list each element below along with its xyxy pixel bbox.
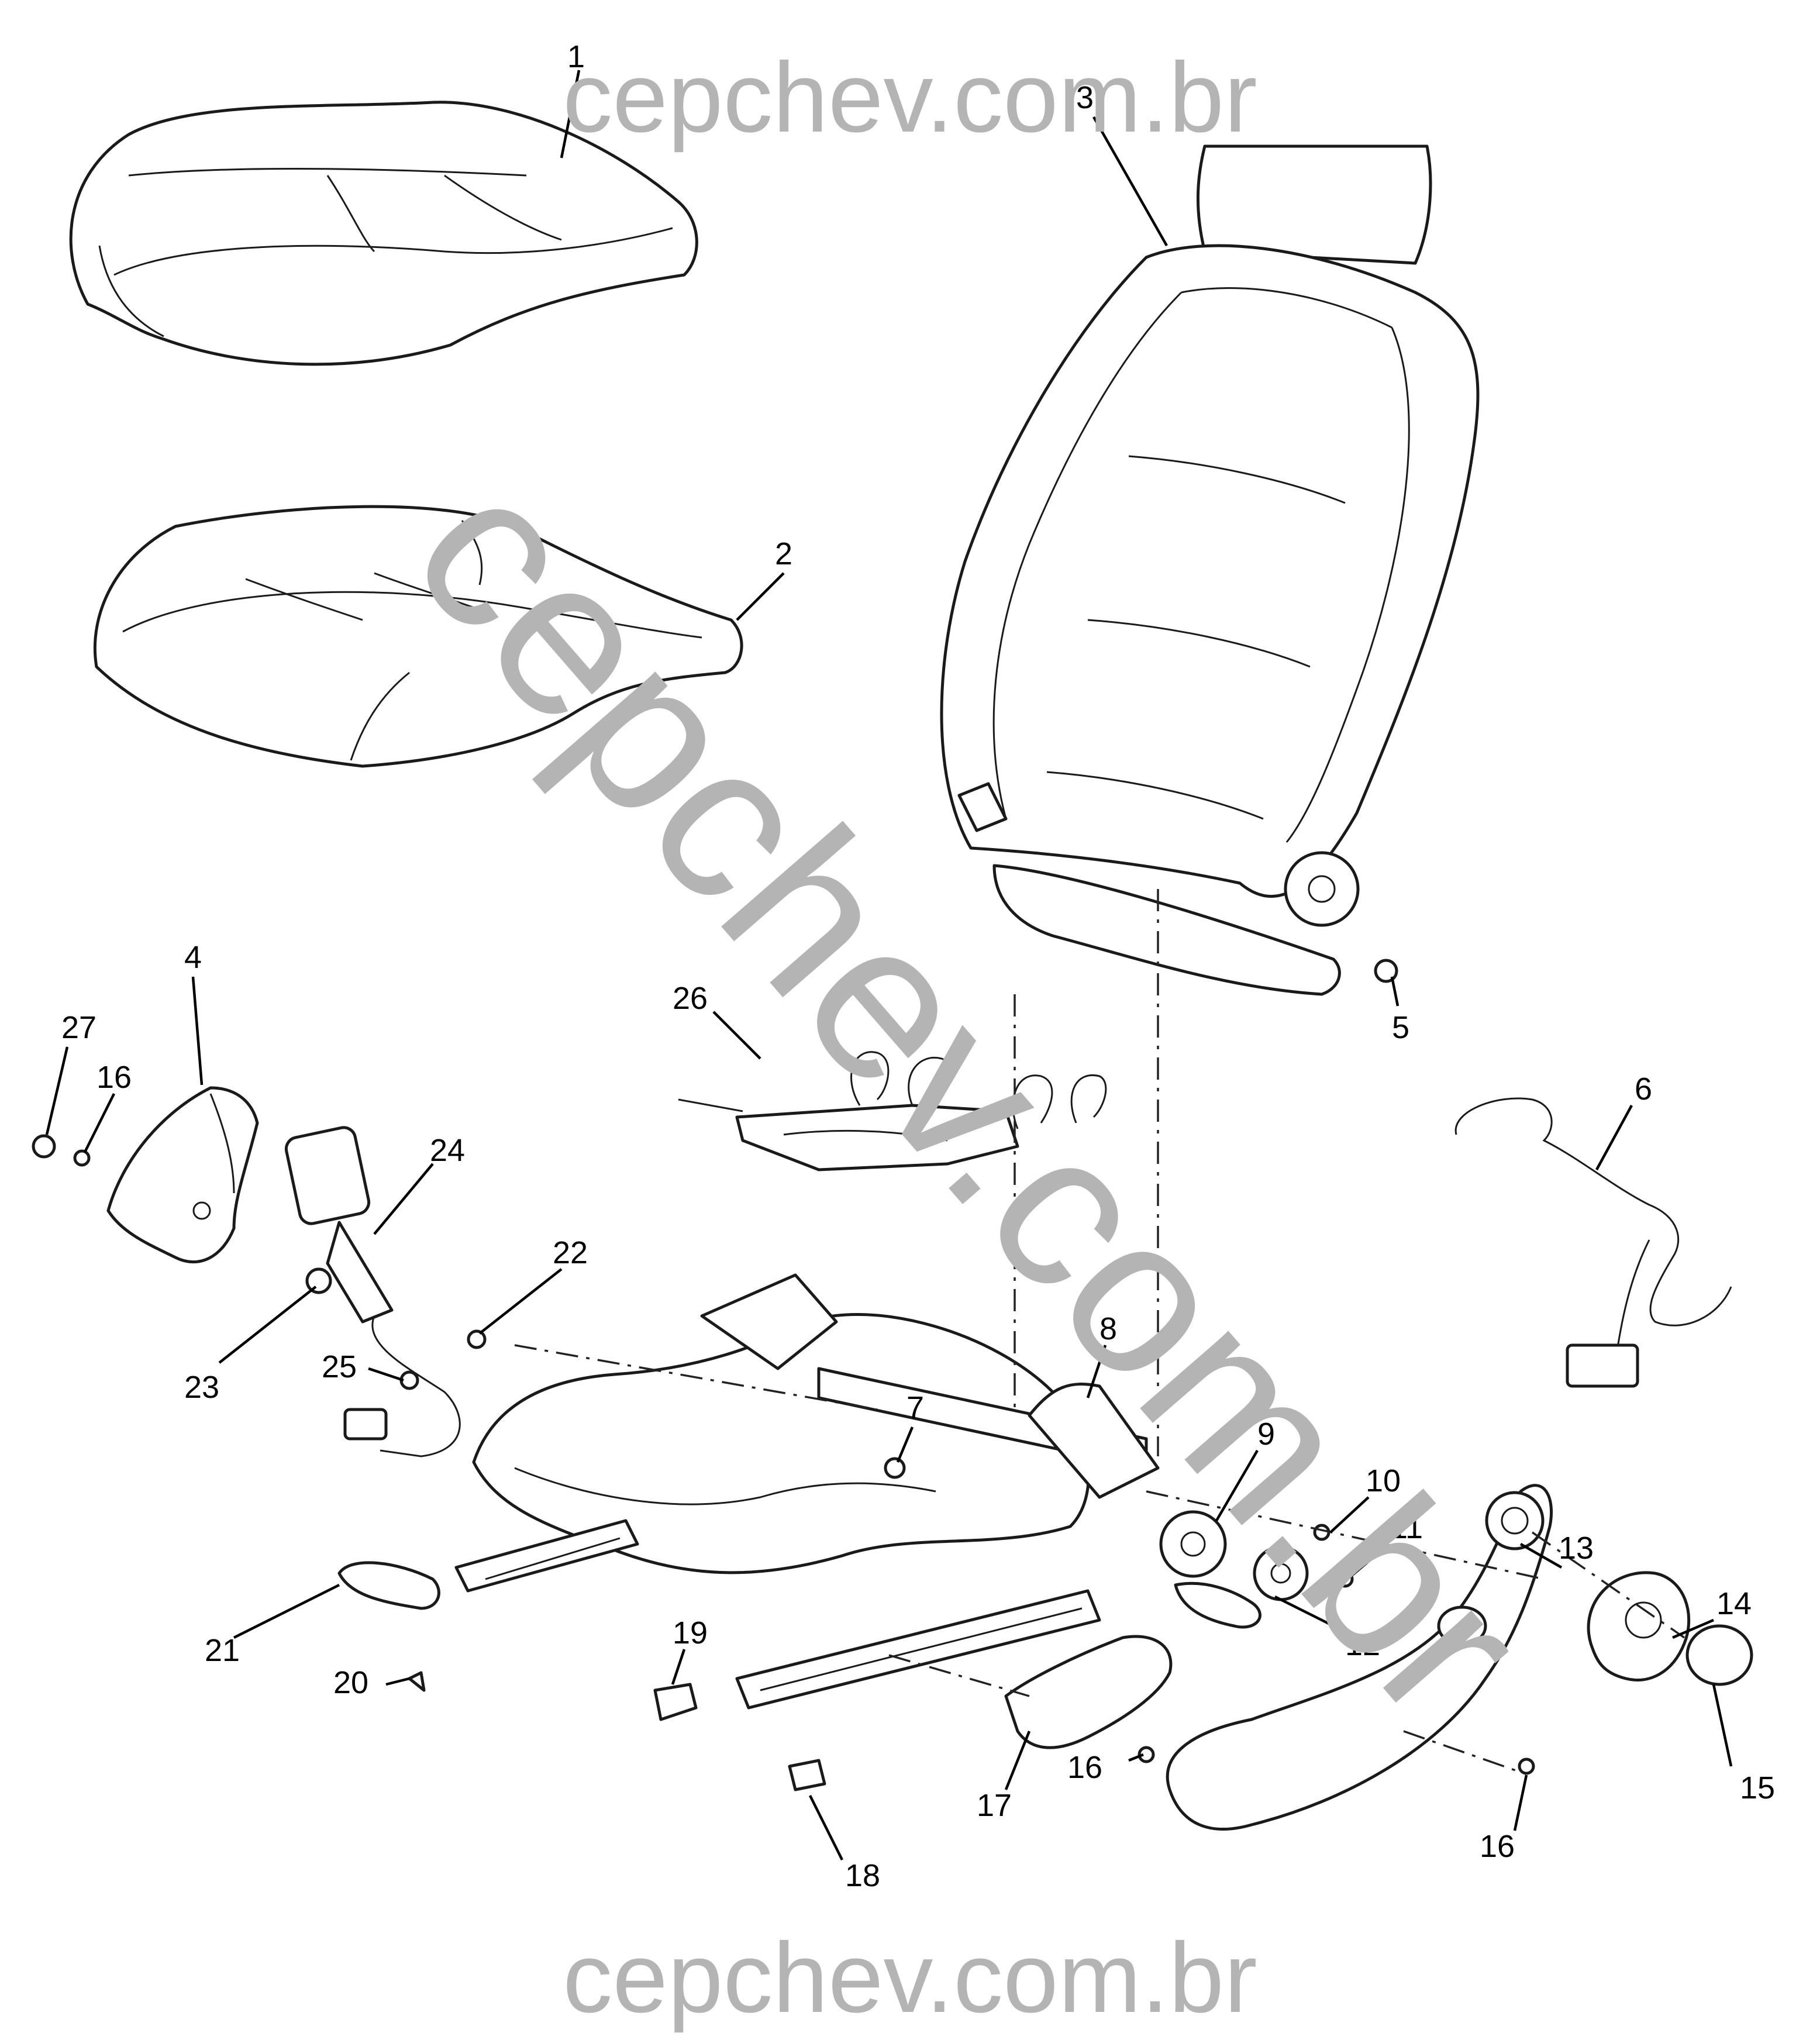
callout-23: 23 <box>184 1370 219 1405</box>
callout-19: 19 <box>673 1615 708 1650</box>
callout-25: 25 <box>322 1349 357 1384</box>
part-outer-trim-shield <box>106 1086 259 1264</box>
callout-17: 17 <box>977 1788 1012 1823</box>
callout-9: 9 <box>1257 1417 1275 1452</box>
callout-24: 24 <box>430 1133 465 1168</box>
part-recliner-mechanism <box>1159 1510 1309 1629</box>
part-22-bushing <box>467 1329 487 1349</box>
watermark-bottom: cepchev.com.br <box>563 1922 1257 2034</box>
part-20-rivet <box>408 1671 426 1692</box>
part-seat-frame <box>454 1273 1160 1710</box>
part-front-trim-cover <box>337 1561 440 1610</box>
callout-27: 27 <box>61 1010 96 1045</box>
part-25-clip <box>399 1370 419 1390</box>
part-27-nut <box>32 1134 56 1159</box>
callout-4: 4 <box>184 940 202 975</box>
part-18-clip <box>788 1759 826 1791</box>
callout-22: 22 <box>553 1235 588 1270</box>
callout-16-right-trim: 16 <box>1067 1750 1102 1785</box>
callout-15: 15 <box>1740 1770 1775 1805</box>
callout-8: 8 <box>1099 1311 1117 1346</box>
callout-16-outer-shield: 16 <box>96 1060 132 1095</box>
part-7-bolt <box>884 1457 906 1479</box>
part-11-bolt <box>1336 1570 1354 1588</box>
part-seat-cushion-cover <box>69 101 698 366</box>
part-seat-suspension <box>678 1051 1107 1171</box>
part-16-bolt-a <box>73 1149 91 1167</box>
callout-10: 10 <box>1366 1463 1401 1498</box>
part-16-bolt-b <box>1138 1746 1155 1763</box>
callout-16-side-shield: 16 <box>1480 1829 1515 1864</box>
callout-2: 2 <box>775 536 792 571</box>
part-seat-back <box>940 144 1480 996</box>
callout-26: 26 <box>673 981 708 1016</box>
callout-20: 20 <box>333 1665 368 1700</box>
part-23-nut <box>305 1267 332 1294</box>
callout-14: 14 <box>1716 1586 1752 1621</box>
part-recliner-handle <box>1587 1571 1753 1686</box>
part-16-bolt-c <box>1518 1758 1535 1775</box>
callout-18: 18 <box>845 1858 880 1893</box>
callout-6: 6 <box>1635 1071 1652 1107</box>
callout-12: 12 <box>1345 1627 1380 1662</box>
part-5-bolt <box>1374 959 1398 983</box>
callout-13: 13 <box>1559 1531 1594 1566</box>
callout-numbers: 1 2 3 4 5 6 7 8 9 10 11 12 13 14 15 16 1… <box>61 39 1775 1893</box>
callout-7: 7 <box>906 1390 924 1425</box>
part-wiring-harness <box>1454 1097 1732 1388</box>
callout-1: 1 <box>567 39 585 74</box>
callout-3: 3 <box>1076 80 1094 115</box>
part-inner-trim-shield <box>1004 1635 1173 1749</box>
alignment-lines <box>514 889 1685 1773</box>
part-outer-side-shield <box>1166 1484 1553 1831</box>
callout-21: 21 <box>205 1633 240 1668</box>
part-seat-cushion-pad <box>93 505 743 768</box>
callout-5: 5 <box>1392 1010 1409 1045</box>
leader-lines <box>45 70 1733 1861</box>
part-19-clip <box>653 1683 698 1721</box>
part-seat-belt-buckle <box>284 1126 461 1457</box>
callout-11: 11 <box>1390 1510 1423 1545</box>
watermark-top: cepchev.com.br <box>563 42 1257 153</box>
